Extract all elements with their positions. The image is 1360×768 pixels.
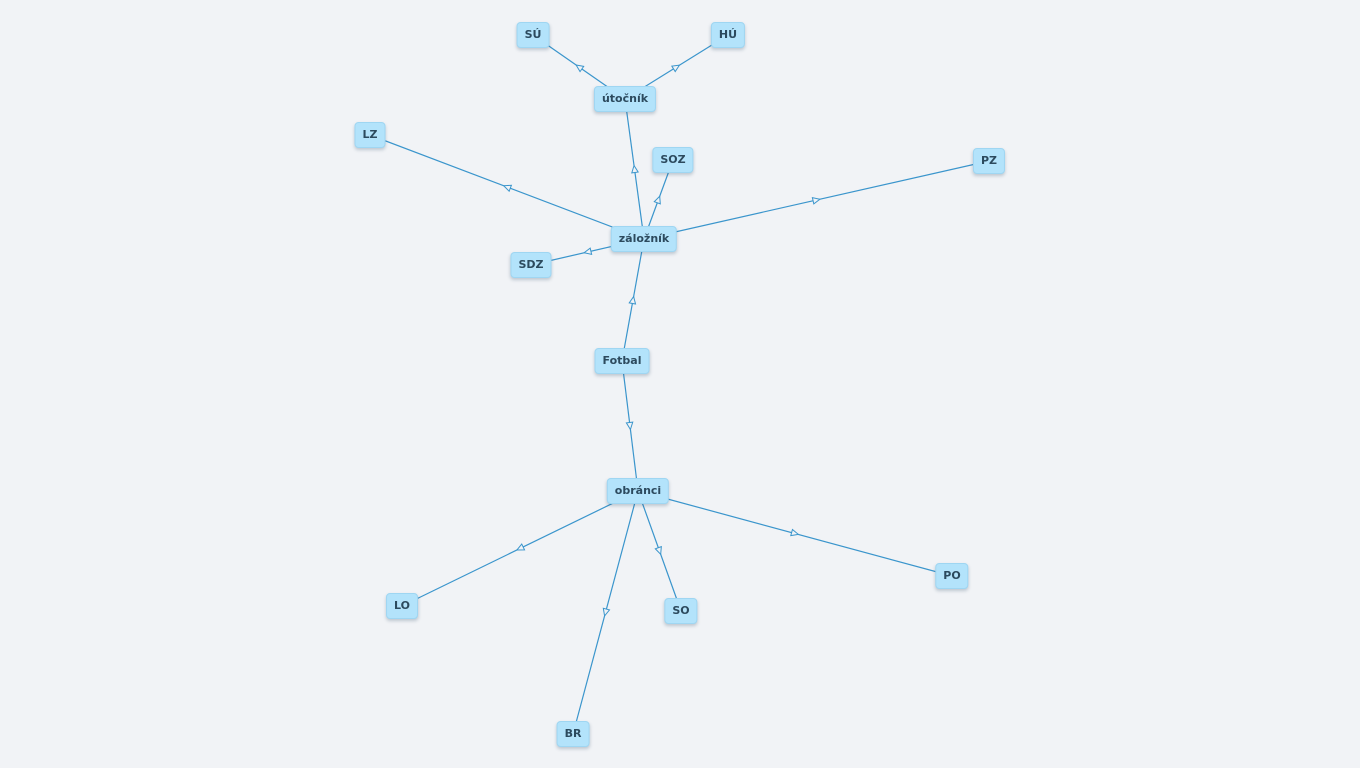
node-po[interactable]: PO — [935, 563, 969, 589]
arrowhead-utocnik-hu — [671, 64, 681, 73]
arrowhead-fotbal-obranci — [625, 421, 634, 431]
arrowhead-utocnik-su — [575, 64, 585, 73]
node-soz[interactable]: SOZ — [652, 147, 694, 173]
node-utocnik[interactable]: útočník — [593, 86, 657, 112]
arrowhead-zaloznik-soz — [653, 195, 661, 205]
node-lz[interactable]: LZ — [354, 122, 386, 148]
node-lo[interactable]: LO — [386, 593, 418, 619]
arrowhead-obranci-lo — [515, 543, 526, 551]
arrowhead-obranci-po — [790, 528, 800, 537]
arrowhead-zaloznik-lz — [502, 184, 513, 193]
arrowhead-zaloznik-pz — [811, 197, 822, 205]
node-fotbal[interactable]: Fotbal — [594, 348, 650, 374]
arrowhead-obranci-so — [654, 545, 662, 556]
arrowhead-zaloznik-sdz — [582, 247, 593, 255]
node-obranci[interactable]: obránci — [606, 478, 670, 504]
node-sdz[interactable]: SDZ — [510, 252, 552, 278]
node-pz[interactable]: PZ — [972, 148, 1006, 174]
node-hu[interactable]: HÚ — [710, 22, 746, 48]
node-su[interactable]: SÚ — [516, 22, 550, 48]
node-zaloznik[interactable]: záložník — [610, 226, 678, 252]
arrowhead-zaloznik-utocnik — [631, 164, 639, 174]
arrowhead-obranci-br — [602, 607, 611, 618]
node-so[interactable]: SO — [664, 598, 698, 624]
node-br[interactable]: BR — [556, 721, 590, 747]
arrowhead-fotbal-zaloznik — [628, 295, 637, 305]
